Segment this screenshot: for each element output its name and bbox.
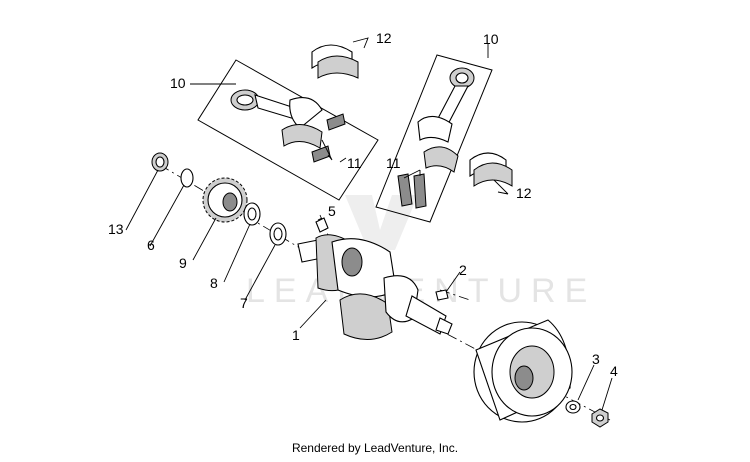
- crankshaft: [297, 234, 453, 340]
- callout-4: 4: [610, 363, 618, 379]
- callout-11-right: 11: [386, 155, 401, 171]
- woodruff-key-5: [315, 217, 329, 233]
- spacer-washer: [269, 222, 287, 246]
- flywheel-washer: [565, 400, 581, 414]
- callout-12-top: 12: [376, 30, 392, 46]
- callout-8: 8: [210, 275, 218, 291]
- callout-labels: 12 10 10 11 11 12 5 13 6 9 8 7 2 1 3 4: [108, 30, 618, 379]
- callout-10-right: 10: [483, 31, 499, 47]
- footer-credit: Rendered by LeadVenture, Inc.: [291, 441, 459, 455]
- flywheel-nut: [591, 408, 609, 428]
- callout-3: 3: [592, 351, 600, 367]
- watermark-logo-icon: [345, 195, 418, 250]
- flywheel: [473, 319, 573, 423]
- callout-13: 13: [108, 221, 124, 237]
- con-rod-right: [397, 67, 475, 209]
- leader-lines: [125, 37, 613, 411]
- callout-11-left: 11: [347, 155, 362, 171]
- con-rod-left: [230, 89, 346, 163]
- oil-seal: [151, 152, 169, 172]
- timing-gear: [202, 177, 248, 223]
- watermark: LEADVENTURE: [246, 195, 587, 310]
- callout-2: 2: [459, 262, 467, 278]
- con-rod-group-box-right: [375, 54, 493, 223]
- bearing-shells-right: [469, 152, 513, 187]
- callout-1: 1: [292, 327, 300, 343]
- callout-10-left: 10: [170, 75, 186, 91]
- woodruff-key-2: [435, 289, 449, 301]
- callout-12-right: 12: [516, 185, 532, 201]
- callout-9: 9: [179, 255, 187, 271]
- bearing-shells-top: [311, 44, 359, 79]
- callout-6: 6: [147, 237, 155, 253]
- thrust-washer: [243, 202, 261, 226]
- callout-5: 5: [328, 203, 336, 219]
- circlip: [180, 168, 194, 188]
- callout-7: 7: [240, 295, 248, 311]
- con-rod-group-box-left: [197, 59, 379, 201]
